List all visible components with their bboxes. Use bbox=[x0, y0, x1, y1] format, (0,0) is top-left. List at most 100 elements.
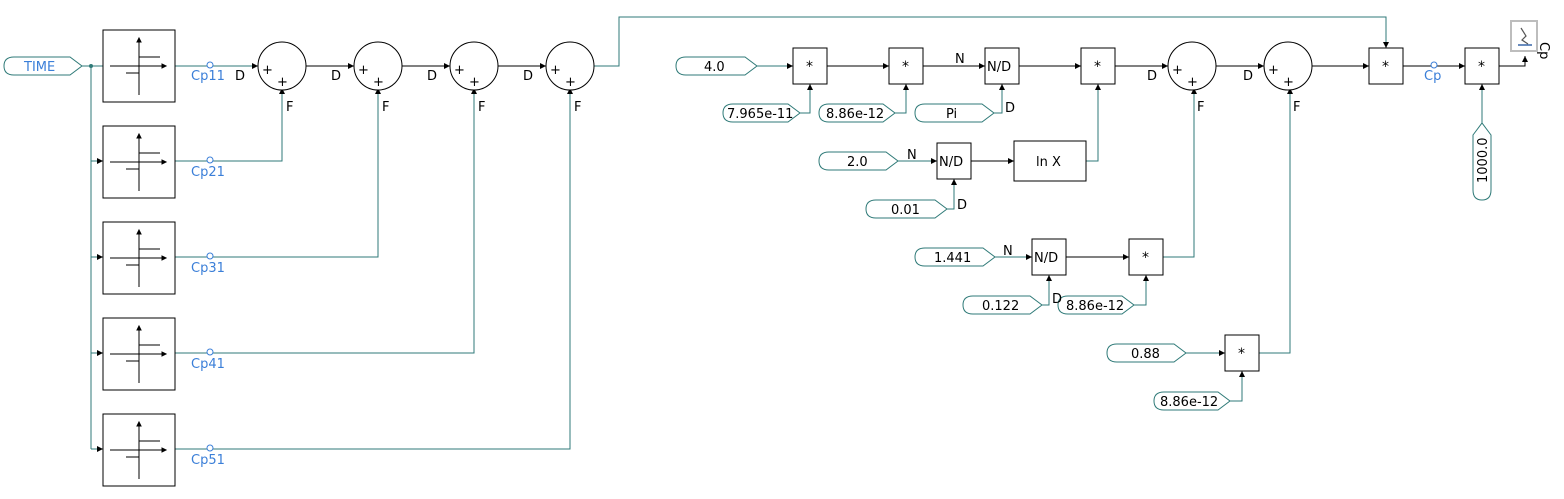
node-cp41: Cp41 bbox=[191, 348, 225, 372]
step-block-3[interactable] bbox=[102, 221, 176, 295]
sum-junction-6[interactable]: + + D F bbox=[1243, 41, 1313, 115]
div-block-1[interactable]: N/D N D bbox=[955, 47, 1020, 116]
svg-text:8.86e-12: 8.86e-12 bbox=[1066, 299, 1124, 314]
div-block-3[interactable]: N/D N D bbox=[1003, 238, 1067, 307]
svg-text:+: + bbox=[1268, 63, 1279, 78]
const-2[interactable]: 2.0 bbox=[818, 151, 899, 171]
mul-block-3[interactable]: * bbox=[1080, 47, 1116, 85]
port-d: D bbox=[1052, 292, 1062, 307]
sum-junction-2[interactable]: + + D F bbox=[331, 41, 403, 115]
mul-block-6[interactable]: * bbox=[1368, 47, 1404, 85]
probe-label: Cp bbox=[1536, 42, 1551, 59]
svg-text:+: + bbox=[469, 75, 480, 90]
node-label-cp11: Cp11 bbox=[191, 69, 225, 84]
scope-probe[interactable]: Cp bbox=[1510, 20, 1551, 59]
wires bbox=[82, 16, 1526, 450]
port-n: N bbox=[907, 148, 917, 163]
svg-text:1000.0: 1000.0 bbox=[1476, 138, 1491, 184]
svg-text:2.0: 2.0 bbox=[847, 155, 868, 170]
node-label-cp41: Cp41 bbox=[191, 357, 225, 372]
mul-block-7[interactable]: * bbox=[1464, 47, 1500, 85]
port-d: D bbox=[427, 69, 437, 84]
svg-text:N/D: N/D bbox=[987, 60, 1011, 75]
scope-probe-icon bbox=[1518, 27, 1532, 46]
const-pi[interactable]: Pi bbox=[914, 103, 995, 123]
step-block-1[interactable] bbox=[102, 29, 176, 103]
const-4[interactable]: 4.0 bbox=[675, 56, 758, 76]
step-function-icon bbox=[110, 420, 168, 479]
step-block-5[interactable] bbox=[102, 413, 176, 487]
svg-text:+: + bbox=[1283, 75, 1294, 90]
step-function-icon bbox=[110, 228, 168, 287]
node-label-cp31: Cp31 bbox=[191, 261, 225, 276]
const-001[interactable]: 0.01 bbox=[865, 199, 948, 219]
div-block-2[interactable]: N/D N D bbox=[907, 142, 972, 213]
svg-text:8.86e-12: 8.86e-12 bbox=[1160, 395, 1218, 410]
const-886e-12-b[interactable]: 8.86e-12 bbox=[1057, 295, 1135, 315]
sum-junction-3[interactable]: + + D F bbox=[427, 41, 499, 115]
svg-text:+: + bbox=[373, 75, 384, 90]
svg-text:*: * bbox=[806, 59, 813, 75]
svg-text:ln X: ln X bbox=[1036, 155, 1061, 170]
time-input[interactable]: TIME bbox=[3, 56, 83, 76]
port-d: D bbox=[331, 69, 341, 84]
const-886e-12-c[interactable]: 8.86e-12 bbox=[1153, 391, 1231, 411]
svg-text:+: + bbox=[358, 63, 369, 78]
svg-text:+: + bbox=[550, 63, 561, 78]
step-block-4[interactable] bbox=[102, 317, 176, 391]
svg-text:*: * bbox=[902, 59, 909, 75]
svg-text:*: * bbox=[1478, 59, 1485, 75]
arrowheads bbox=[97, 42, 1528, 452]
port-f: F bbox=[1197, 100, 1204, 115]
sum-junction-5[interactable]: + + D F bbox=[1147, 41, 1217, 115]
svg-text:1.441: 1.441 bbox=[934, 251, 971, 266]
node-label-cp51: Cp51 bbox=[191, 453, 225, 468]
port-d: D bbox=[235, 69, 245, 84]
mul-block-2[interactable]: * bbox=[888, 47, 924, 85]
node-label-cp21: Cp21 bbox=[191, 165, 225, 180]
mul-block-5[interactable]: * bbox=[1224, 334, 1260, 372]
port-d: D bbox=[1147, 69, 1157, 84]
node-label-cp: Cp bbox=[1424, 69, 1441, 84]
port-f: F bbox=[574, 100, 581, 115]
step-function-icon bbox=[110, 324, 168, 383]
svg-text:*: * bbox=[1382, 59, 1389, 75]
const-1441[interactable]: 1.441 bbox=[914, 247, 996, 267]
const-088[interactable]: 0.88 bbox=[1106, 343, 1187, 363]
node-cp21: Cp21 bbox=[191, 156, 225, 180]
sum-junction-1[interactable]: + + D F bbox=[235, 41, 307, 115]
port-f: F bbox=[382, 100, 389, 115]
svg-text:7.965e-11: 7.965e-11 bbox=[727, 107, 793, 122]
const-1000[interactable]: 1000.0 bbox=[1472, 122, 1492, 201]
svg-text:Pi: Pi bbox=[946, 107, 957, 122]
port-d: D bbox=[1005, 101, 1015, 116]
ln-block[interactable]: ln X bbox=[1013, 140, 1087, 182]
sum-junction-4[interactable]: + + D F bbox=[523, 41, 595, 115]
node-cp11: Cp11 bbox=[191, 61, 225, 84]
const-0122[interactable]: 0.122 bbox=[962, 295, 1043, 315]
port-f: F bbox=[478, 100, 485, 115]
svg-text:+: + bbox=[1187, 75, 1198, 90]
time-label: TIME bbox=[23, 60, 55, 75]
svg-text:0.01: 0.01 bbox=[891, 203, 920, 218]
node-cp: Cp bbox=[1424, 61, 1441, 84]
svg-text:+: + bbox=[454, 63, 465, 78]
mul-block-1[interactable]: * bbox=[792, 47, 828, 85]
svg-text:+: + bbox=[1172, 63, 1183, 78]
port-f: F bbox=[1293, 100, 1300, 115]
port-d: D bbox=[1243, 69, 1253, 84]
svg-text:+: + bbox=[262, 63, 273, 78]
mul-block-4[interactable]: * bbox=[1128, 238, 1164, 276]
svg-text:N/D: N/D bbox=[939, 155, 963, 170]
node-cp31: Cp31 bbox=[191, 252, 225, 276]
port-d: D bbox=[523, 69, 533, 84]
const-886e-12-a[interactable]: 8.86e-12 bbox=[818, 103, 896, 123]
const-7965e-11[interactable]: 7.965e-11 bbox=[722, 103, 801, 123]
svg-text:*: * bbox=[1142, 250, 1149, 266]
svg-text:*: * bbox=[1238, 346, 1245, 362]
svg-text:0.122: 0.122 bbox=[982, 299, 1019, 314]
svg-text:0.88: 0.88 bbox=[1131, 347, 1160, 362]
step-function-icon bbox=[110, 132, 168, 191]
step-block-2[interactable] bbox=[102, 125, 176, 199]
